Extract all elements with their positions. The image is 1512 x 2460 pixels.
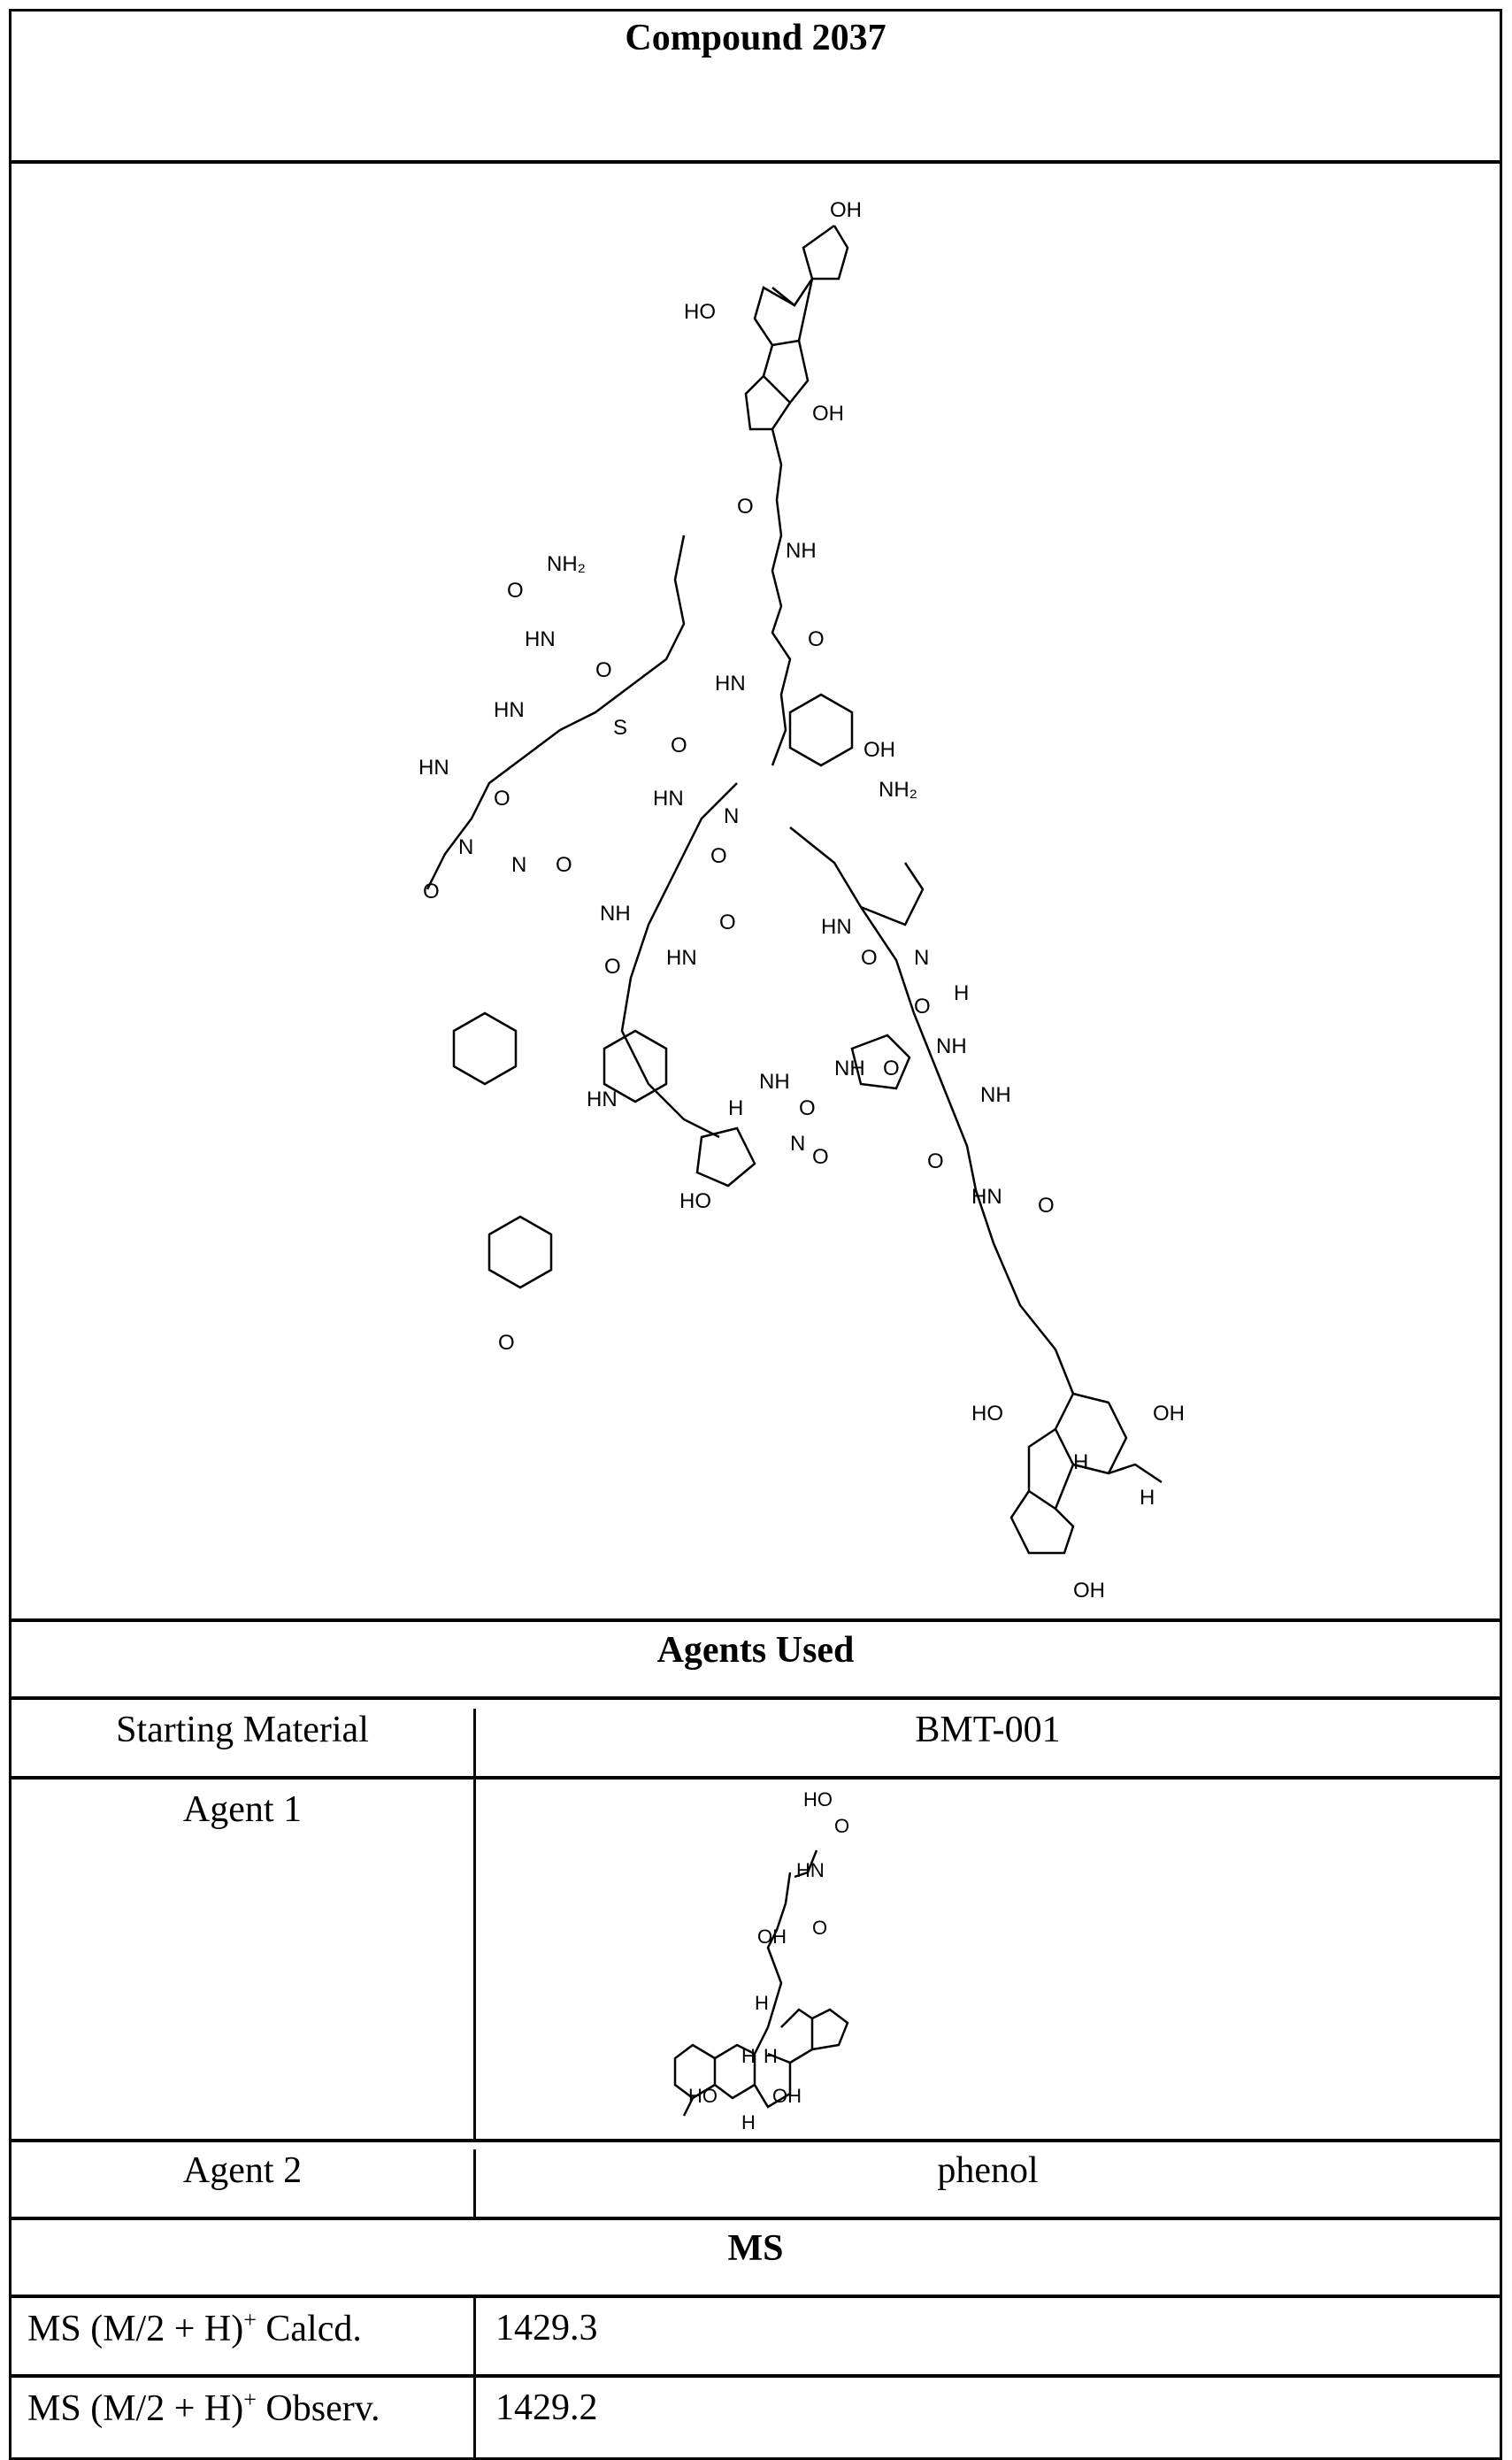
svg-text:OH: OH bbox=[772, 2085, 802, 2107]
svg-text:O: O bbox=[799, 1096, 816, 1120]
svg-text:N: N bbox=[724, 804, 739, 828]
ms-calcd-label-sup: + bbox=[243, 2307, 257, 2333]
svg-text:O: O bbox=[671, 734, 687, 757]
svg-text:OH: OH bbox=[863, 738, 895, 762]
svg-text:O: O bbox=[556, 853, 572, 877]
ms-calcd-row: MS (M/2 + H)+ Calcd. 1429.3 bbox=[12, 2298, 1500, 2378]
svg-text:NH₂: NH₂ bbox=[547, 552, 586, 576]
svg-text:O: O bbox=[861, 946, 878, 970]
svg-text:O: O bbox=[710, 844, 727, 868]
starting-material-label: Starting Material bbox=[12, 1709, 476, 1776]
agent1-row: Agent 1 HO O HN O OH bbox=[12, 1780, 1500, 2142]
svg-text:O: O bbox=[507, 579, 524, 603]
ms-observ-label-suffix: Observ. bbox=[256, 2388, 380, 2429]
svg-text:HN: HN bbox=[796, 1859, 825, 1881]
svg-text:O: O bbox=[595, 658, 612, 682]
svg-text:OH: OH bbox=[757, 1926, 787, 1948]
agent2-value: phenol bbox=[937, 2150, 1039, 2191]
svg-text:O: O bbox=[737, 495, 754, 519]
svg-text:N: N bbox=[511, 853, 526, 877]
svg-text:NH: NH bbox=[786, 539, 817, 563]
svg-text:HN: HN bbox=[715, 672, 746, 696]
agent1-structure-image: HO O HN O OH H H H HO OH H bbox=[673, 1788, 849, 2133]
ms-observ-value: 1429.2 bbox=[495, 2387, 598, 2428]
svg-text:HO: HO bbox=[679, 1189, 711, 1213]
structure-row: OH HO OH O NH O HN NH₂ O HN O HN S O HN … bbox=[12, 164, 1500, 1622]
svg-text:OH: OH bbox=[830, 198, 862, 222]
svg-text:O: O bbox=[914, 995, 931, 1019]
svg-text:O: O bbox=[498, 1331, 515, 1355]
svg-text:HN: HN bbox=[525, 627, 556, 651]
svg-text:NH₂: NH₂ bbox=[879, 778, 917, 802]
ms-calcd-label-prefix: MS (M/2 + H) bbox=[27, 2309, 244, 2349]
agent2-row: Agent 2 phenol bbox=[12, 2142, 1500, 2220]
svg-text:NH: NH bbox=[980, 1083, 1011, 1107]
svg-text:HO: HO bbox=[803, 1788, 833, 1810]
svg-text:HN: HN bbox=[971, 1185, 1002, 1209]
compound-table: Compound 2037 bbox=[9, 9, 1502, 2460]
svg-text:HN: HN bbox=[821, 915, 852, 939]
ms-calcd-label-suffix: Calcd. bbox=[256, 2309, 362, 2349]
svg-text:OH: OH bbox=[812, 402, 844, 426]
svg-text:O: O bbox=[812, 1917, 827, 1939]
svg-text:O: O bbox=[604, 955, 621, 979]
svg-text:HO: HO bbox=[684, 300, 716, 324]
agent1-structure-cell: HO O HN O OH H H H HO OH H bbox=[476, 1780, 1500, 2139]
svg-text:N: N bbox=[914, 946, 929, 970]
svg-text:OH: OH bbox=[1153, 1402, 1185, 1426]
ms-observ-label: MS (M/2 + H)+ Observ. bbox=[12, 2378, 476, 2457]
starting-material-value: BMT-001 bbox=[915, 1710, 1061, 1750]
agent1-label: Agent 1 bbox=[12, 1780, 476, 2139]
svg-text:HN: HN bbox=[666, 946, 697, 970]
svg-text:H: H bbox=[764, 2045, 778, 2067]
ms-calcd-label: MS (M/2 + H)+ Calcd. bbox=[12, 2298, 476, 2374]
svg-text:HO: HO bbox=[971, 1402, 1003, 1426]
svg-text:HO: HO bbox=[688, 2085, 718, 2107]
svg-text:HN: HN bbox=[653, 787, 684, 811]
svg-text:H: H bbox=[741, 2111, 756, 2133]
svg-text:NH: NH bbox=[759, 1070, 790, 1094]
svg-text:O: O bbox=[494, 787, 510, 811]
agents-used-header-row: Agents Used bbox=[12, 1622, 1500, 1700]
agent2-label: Agent 2 bbox=[12, 2149, 476, 2217]
svg-text:H: H bbox=[741, 2045, 756, 2067]
svg-text:HN: HN bbox=[587, 1088, 618, 1111]
ms-header: MS bbox=[727, 2228, 784, 2269]
ms-header-row: MS bbox=[12, 2220, 1500, 2298]
svg-text:N: N bbox=[458, 835, 473, 859]
svg-text:O: O bbox=[834, 1815, 849, 1837]
svg-text:HN: HN bbox=[418, 756, 449, 780]
svg-text:NH: NH bbox=[834, 1057, 865, 1080]
agents-used-header: Agents Used bbox=[656, 1630, 855, 1671]
ms-observ-label-sup: + bbox=[243, 2387, 257, 2412]
svg-text:H: H bbox=[728, 1096, 743, 1120]
title-row: Compound 2037 bbox=[12, 12, 1500, 164]
svg-text:NH: NH bbox=[936, 1034, 967, 1058]
svg-text:H: H bbox=[954, 981, 969, 1005]
svg-text:O: O bbox=[812, 1145, 829, 1169]
svg-text:H: H bbox=[1140, 1486, 1155, 1510]
starting-material-row: Starting Material BMT-001 bbox=[12, 1700, 1500, 1780]
svg-text:O: O bbox=[423, 880, 440, 903]
svg-text:OH: OH bbox=[1073, 1579, 1105, 1603]
svg-text:O: O bbox=[808, 627, 825, 651]
svg-text:HN: HN bbox=[494, 698, 525, 722]
svg-text:S: S bbox=[613, 716, 627, 740]
svg-text:H: H bbox=[1073, 1450, 1088, 1474]
compound-structure-image: OH HO OH O NH O HN NH₂ O HN O HN S O HN … bbox=[418, 198, 1185, 1603]
svg-text:O: O bbox=[883, 1057, 900, 1080]
svg-text:N: N bbox=[790, 1132, 805, 1156]
svg-text:O: O bbox=[1038, 1194, 1055, 1218]
svg-text:O: O bbox=[927, 1149, 944, 1173]
ms-calcd-value: 1429.3 bbox=[495, 2308, 598, 2349]
ms-observ-label-prefix: MS (M/2 + H) bbox=[27, 2388, 244, 2429]
compound-title: Compound 2037 bbox=[625, 18, 886, 58]
svg-text:O: O bbox=[719, 911, 736, 934]
svg-text:NH: NH bbox=[600, 902, 631, 926]
svg-text:H: H bbox=[755, 1992, 769, 2014]
ms-observ-row: MS (M/2 + H)+ Observ. 1429.2 bbox=[12, 2378, 1500, 2457]
